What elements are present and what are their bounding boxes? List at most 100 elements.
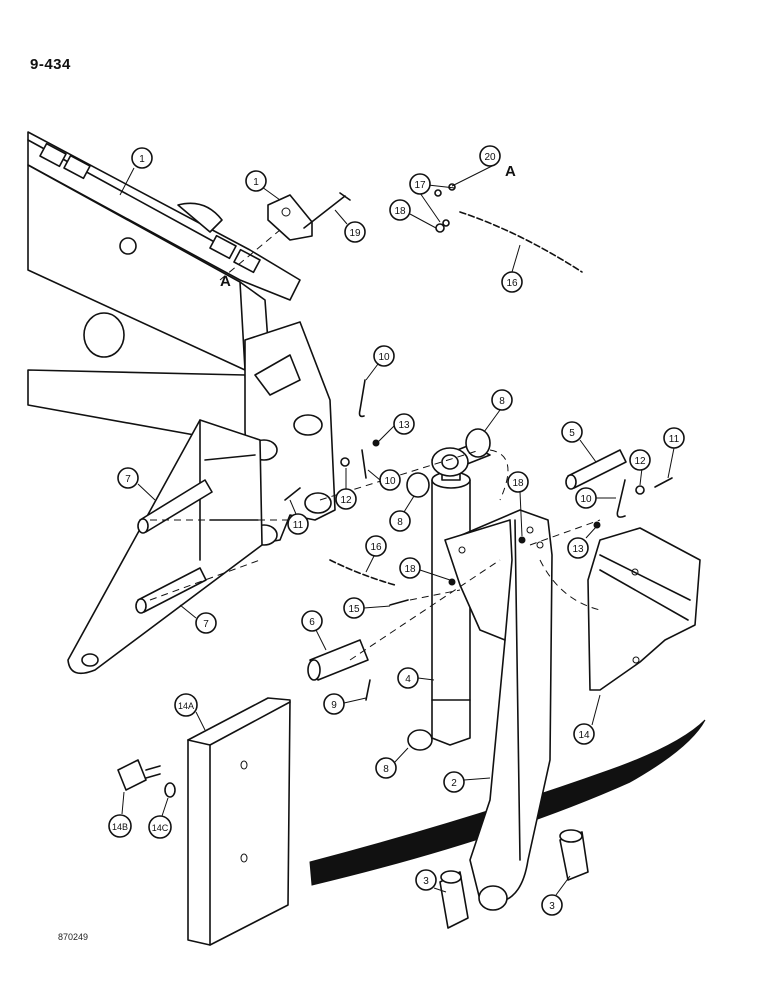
svg-text:13: 13	[572, 544, 584, 555]
callouts: 1 1 19 20 17	[108, 145, 685, 916]
callout-9: 9	[323, 693, 367, 715]
washer-8-a	[465, 428, 491, 458]
callout-7-lower: 7	[179, 604, 217, 634]
callout-3-left: 3	[415, 869, 447, 893]
svg-text:10: 10	[384, 476, 396, 487]
callout-14A: 14A	[174, 693, 206, 731]
cotter-pin-10-c	[616, 479, 626, 518]
svg-text:14A: 14A	[178, 701, 194, 711]
reference-letter-a-frame: A	[220, 273, 231, 290]
callout-6: 6	[301, 610, 327, 651]
callout-8-mid: 8	[389, 495, 415, 532]
callout-17: 17	[409, 173, 456, 223]
guard-14	[587, 527, 701, 691]
svg-text:3: 3	[549, 901, 555, 912]
callout-11-right: 11	[663, 427, 685, 479]
bolt-11-a	[284, 487, 301, 501]
cotter-pin-9	[365, 679, 371, 701]
svg-text:1: 1	[253, 177, 259, 188]
washer-8-b	[406, 472, 430, 498]
svg-text:11: 11	[669, 434, 680, 445]
svg-text:8: 8	[383, 764, 389, 775]
page-number: 9-434	[30, 56, 71, 73]
callout-18-mid: 18	[507, 471, 529, 537]
svg-text:12: 12	[340, 495, 352, 506]
callout-10-top: 10	[365, 345, 395, 381]
callout-16-mid: 16	[365, 535, 387, 573]
svg-text:7: 7	[203, 619, 209, 630]
svg-text:20: 20	[484, 152, 496, 163]
pin-6	[307, 639, 369, 681]
svg-text:19: 19	[349, 228, 361, 239]
bushing-3-right	[559, 829, 589, 881]
nut-18-b	[448, 578, 456, 586]
svg-text:8: 8	[499, 396, 505, 407]
callout-19: 19	[334, 209, 366, 243]
svg-text:14B: 14B	[112, 822, 128, 832]
bushing-3-left	[439, 870, 469, 929]
svg-text:14: 14	[578, 730, 590, 741]
svg-text:11: 11	[293, 520, 304, 531]
callout-1-frame: 1	[119, 147, 153, 196]
upper-link	[267, 192, 351, 241]
svg-text:9: 9	[331, 700, 337, 711]
svg-text:18: 18	[404, 564, 416, 575]
callout-14B: 14B	[108, 791, 132, 838]
svg-text:6: 6	[309, 617, 315, 628]
svg-text:1: 1	[139, 154, 145, 165]
washer-12-b	[635, 485, 645, 495]
chain-upper	[434, 183, 583, 273]
callout-5: 5	[561, 421, 597, 463]
hook-15	[389, 599, 409, 606]
svg-text:14C: 14C	[152, 823, 169, 833]
chain-lower	[329, 559, 396, 586]
svg-text:2: 2	[451, 778, 457, 789]
svg-text:10: 10	[580, 494, 592, 505]
callout-11-left: 11	[287, 499, 309, 535]
svg-text:12: 12	[634, 456, 646, 467]
callout-13-top: 13	[377, 413, 415, 443]
callout-15: 15	[343, 597, 391, 619]
pin-7-upper	[137, 479, 213, 534]
callout-12-right: 12	[629, 449, 651, 486]
callout-3-right: 3	[541, 875, 571, 916]
svg-text:4: 4	[405, 674, 411, 685]
callout-18-low: 18	[399, 557, 451, 581]
washer-14C	[164, 782, 176, 798]
mounting-bracket	[244, 321, 336, 546]
bolt-14B	[117, 759, 161, 791]
svg-text:16: 16	[506, 278, 518, 289]
washer-8-c	[407, 729, 433, 751]
callout-20: 20	[451, 145, 501, 187]
cotter-pin-10-a	[358, 379, 366, 418]
pivot-frame	[67, 419, 263, 675]
callout-14C: 14C	[148, 797, 172, 839]
svg-text:10: 10	[378, 352, 390, 363]
callout-4: 4	[397, 667, 435, 689]
callout-12-left: 12	[335, 468, 357, 510]
svg-text:5: 5	[569, 428, 575, 439]
lever-arm	[444, 509, 553, 911]
callout-18-top: 18	[389, 199, 437, 229]
callout-1-link: 1	[245, 170, 281, 201]
callout-10-right: 10	[575, 487, 616, 509]
svg-text:8: 8	[397, 517, 403, 528]
nut-13-a	[372, 439, 380, 447]
callout-2: 2	[443, 771, 491, 793]
callout-8-top: 8	[483, 389, 513, 433]
block-14A	[187, 697, 291, 946]
svg-text:13: 13	[398, 420, 410, 431]
svg-text:3: 3	[423, 876, 429, 887]
nut-18-a	[518, 536, 526, 544]
figure-code: 870249	[58, 932, 89, 942]
svg-text:16: 16	[370, 542, 382, 553]
bolt-11-b	[654, 477, 673, 488]
callout-14: 14	[573, 694, 601, 745]
callout-13-right: 13	[567, 526, 597, 559]
cotter-pin-10-b	[361, 449, 367, 479]
svg-text:18: 18	[512, 478, 524, 489]
pin-5	[565, 449, 627, 490]
svg-text:7: 7	[125, 474, 131, 485]
svg-text:18: 18	[394, 206, 406, 217]
